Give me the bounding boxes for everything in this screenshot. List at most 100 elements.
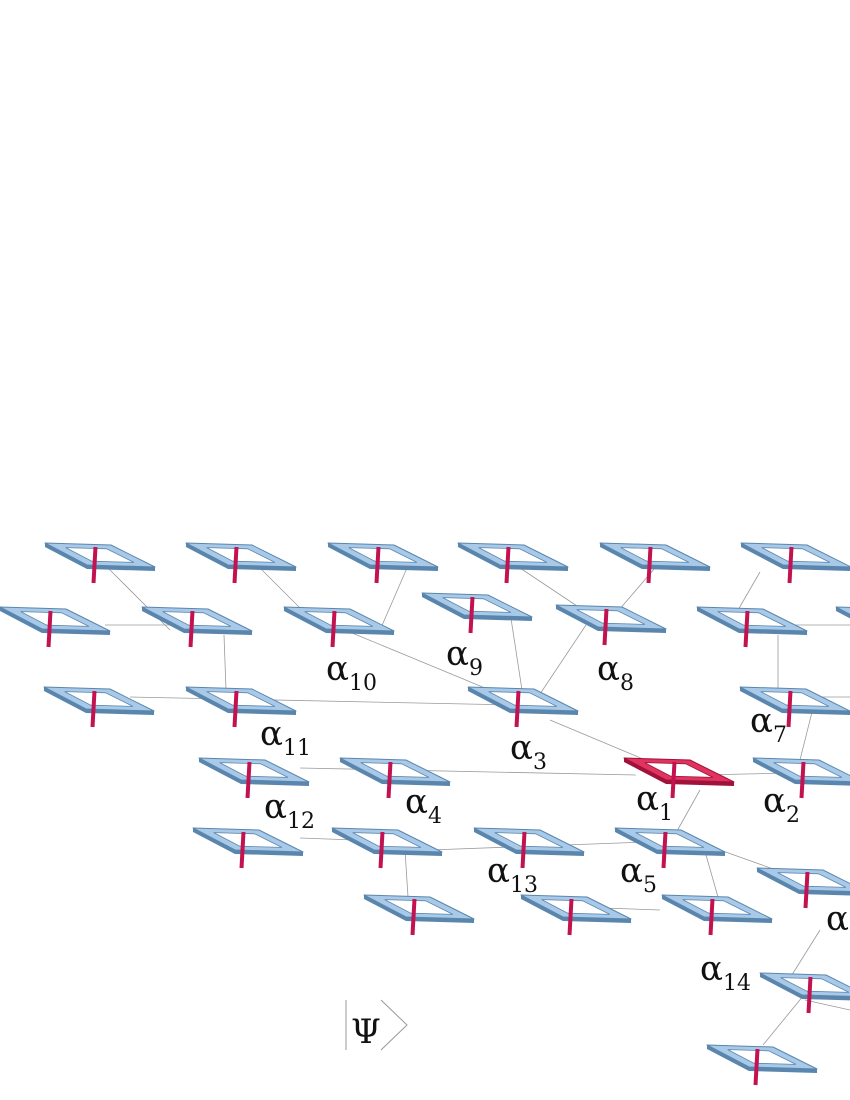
alpha-label-a12: α12 [264, 787, 315, 834]
plaquette-hole [494, 832, 564, 848]
spin-stick [245, 761, 252, 799]
plaquette-hole [65, 547, 135, 563]
plaquette-hole [348, 547, 418, 563]
plaquette-hole [64, 691, 134, 707]
connector-line [789, 929, 821, 979]
plaquette-hole [360, 762, 430, 778]
connector-line [299, 767, 637, 776]
connector-line [549, 719, 651, 763]
alpha-label-a14: α14 [700, 949, 751, 996]
plaquette [43, 686, 155, 728]
alpha-symbol: α [326, 649, 349, 689]
spin-stick [504, 546, 511, 584]
plaquette [756, 867, 850, 909]
connector-line [404, 849, 409, 898]
spin-stick [799, 761, 806, 799]
plaquette [44, 542, 156, 584]
plaquette-hole [620, 547, 690, 563]
spin-stick [803, 871, 810, 909]
plaquette-hole [727, 1049, 797, 1065]
plaquette-hole [761, 547, 831, 563]
alpha-label-a6: α [826, 899, 849, 939]
alpha-symbol: α [763, 781, 786, 821]
plaquette-hole [777, 872, 847, 888]
spin-stick [374, 546, 381, 584]
alpha-label-a11: α11 [260, 714, 311, 761]
plaquette-hole [773, 762, 843, 778]
connector-line [762, 989, 809, 1046]
connector-line [705, 854, 719, 898]
plaquette-hole [304, 611, 374, 627]
plaquette-hole [352, 832, 422, 848]
plaquette [457, 542, 569, 584]
plaquette-hole [635, 832, 705, 848]
alpha-subscript: 3 [533, 750, 547, 775]
plaquette [696, 606, 808, 648]
alpha-label-a8: α8 [597, 649, 634, 696]
plaquette-hole [213, 832, 283, 848]
plaquette [752, 757, 850, 799]
spin-stick [514, 690, 521, 728]
plaquette [555, 604, 667, 646]
plaquette-hole [644, 762, 714, 778]
alpha-label-a7: α7 [750, 701, 787, 748]
plaquette [599, 542, 711, 584]
connector-line [519, 567, 587, 613]
connector-line [737, 571, 761, 611]
plaquette [185, 542, 297, 584]
connector-line [509, 611, 523, 691]
alpha-symbol: α [826, 899, 849, 939]
spin-stick [743, 610, 750, 648]
plaquette [185, 686, 297, 728]
alpha-symbol: α [405, 782, 428, 822]
spin-stick [90, 690, 97, 728]
spin-stick [708, 898, 715, 936]
psi-ket: Ψ [345, 999, 408, 1052]
alpha-symbol: α [260, 714, 283, 754]
alpha-label-a4: α4 [405, 782, 442, 829]
connector-line [223, 634, 227, 691]
connector-line [379, 567, 408, 631]
plaquette-hole [541, 899, 611, 915]
alpha-label-a9: α9 [446, 634, 483, 681]
plaquette-hole [162, 611, 232, 627]
alpha-subscript: 7 [773, 723, 787, 748]
plaquette-hole [442, 597, 512, 613]
plaquette-hole [206, 691, 276, 707]
alpha-symbol: α [446, 634, 469, 674]
plaquette [331, 827, 443, 869]
spin-stick [46, 610, 53, 648]
alpha-label-a2: α2 [763, 781, 800, 828]
alpha-symbol: α [700, 949, 723, 989]
plaquette [661, 894, 773, 936]
alpha-symbol: α [636, 779, 659, 819]
alpha-label-a3: α3 [510, 728, 547, 775]
plaquette [421, 592, 533, 634]
plaquette-hole [478, 547, 548, 563]
plaquette [339, 757, 451, 799]
psi-symbol: Ψ [351, 1012, 381, 1052]
plaquette [467, 686, 579, 728]
spin-stick [232, 690, 239, 728]
spin-stick [646, 546, 653, 584]
plaquette [363, 894, 475, 936]
plaquette-hole [760, 691, 830, 707]
alpha-symbol: α [597, 649, 620, 689]
alpha-subscript: 1 [659, 801, 673, 826]
spin-stick [520, 831, 527, 869]
alpha-label-a13: α13 [487, 851, 538, 898]
spin-stick [786, 690, 793, 728]
alpha-subscript: 12 [287, 809, 315, 834]
plaquette-hole [384, 899, 454, 915]
alpha-subscript: 9 [469, 656, 483, 681]
spin-stick [410, 898, 417, 936]
plaquette-hole [488, 691, 558, 707]
plaquette-highlighted [623, 757, 735, 799]
alpha-symbol: α [750, 701, 773, 741]
plaquette [706, 1044, 818, 1086]
alpha-subscript: 11 [283, 736, 311, 761]
alpha-subscript: 5 [643, 873, 657, 898]
connector-line [129, 696, 515, 706]
connector-line [299, 837, 356, 841]
